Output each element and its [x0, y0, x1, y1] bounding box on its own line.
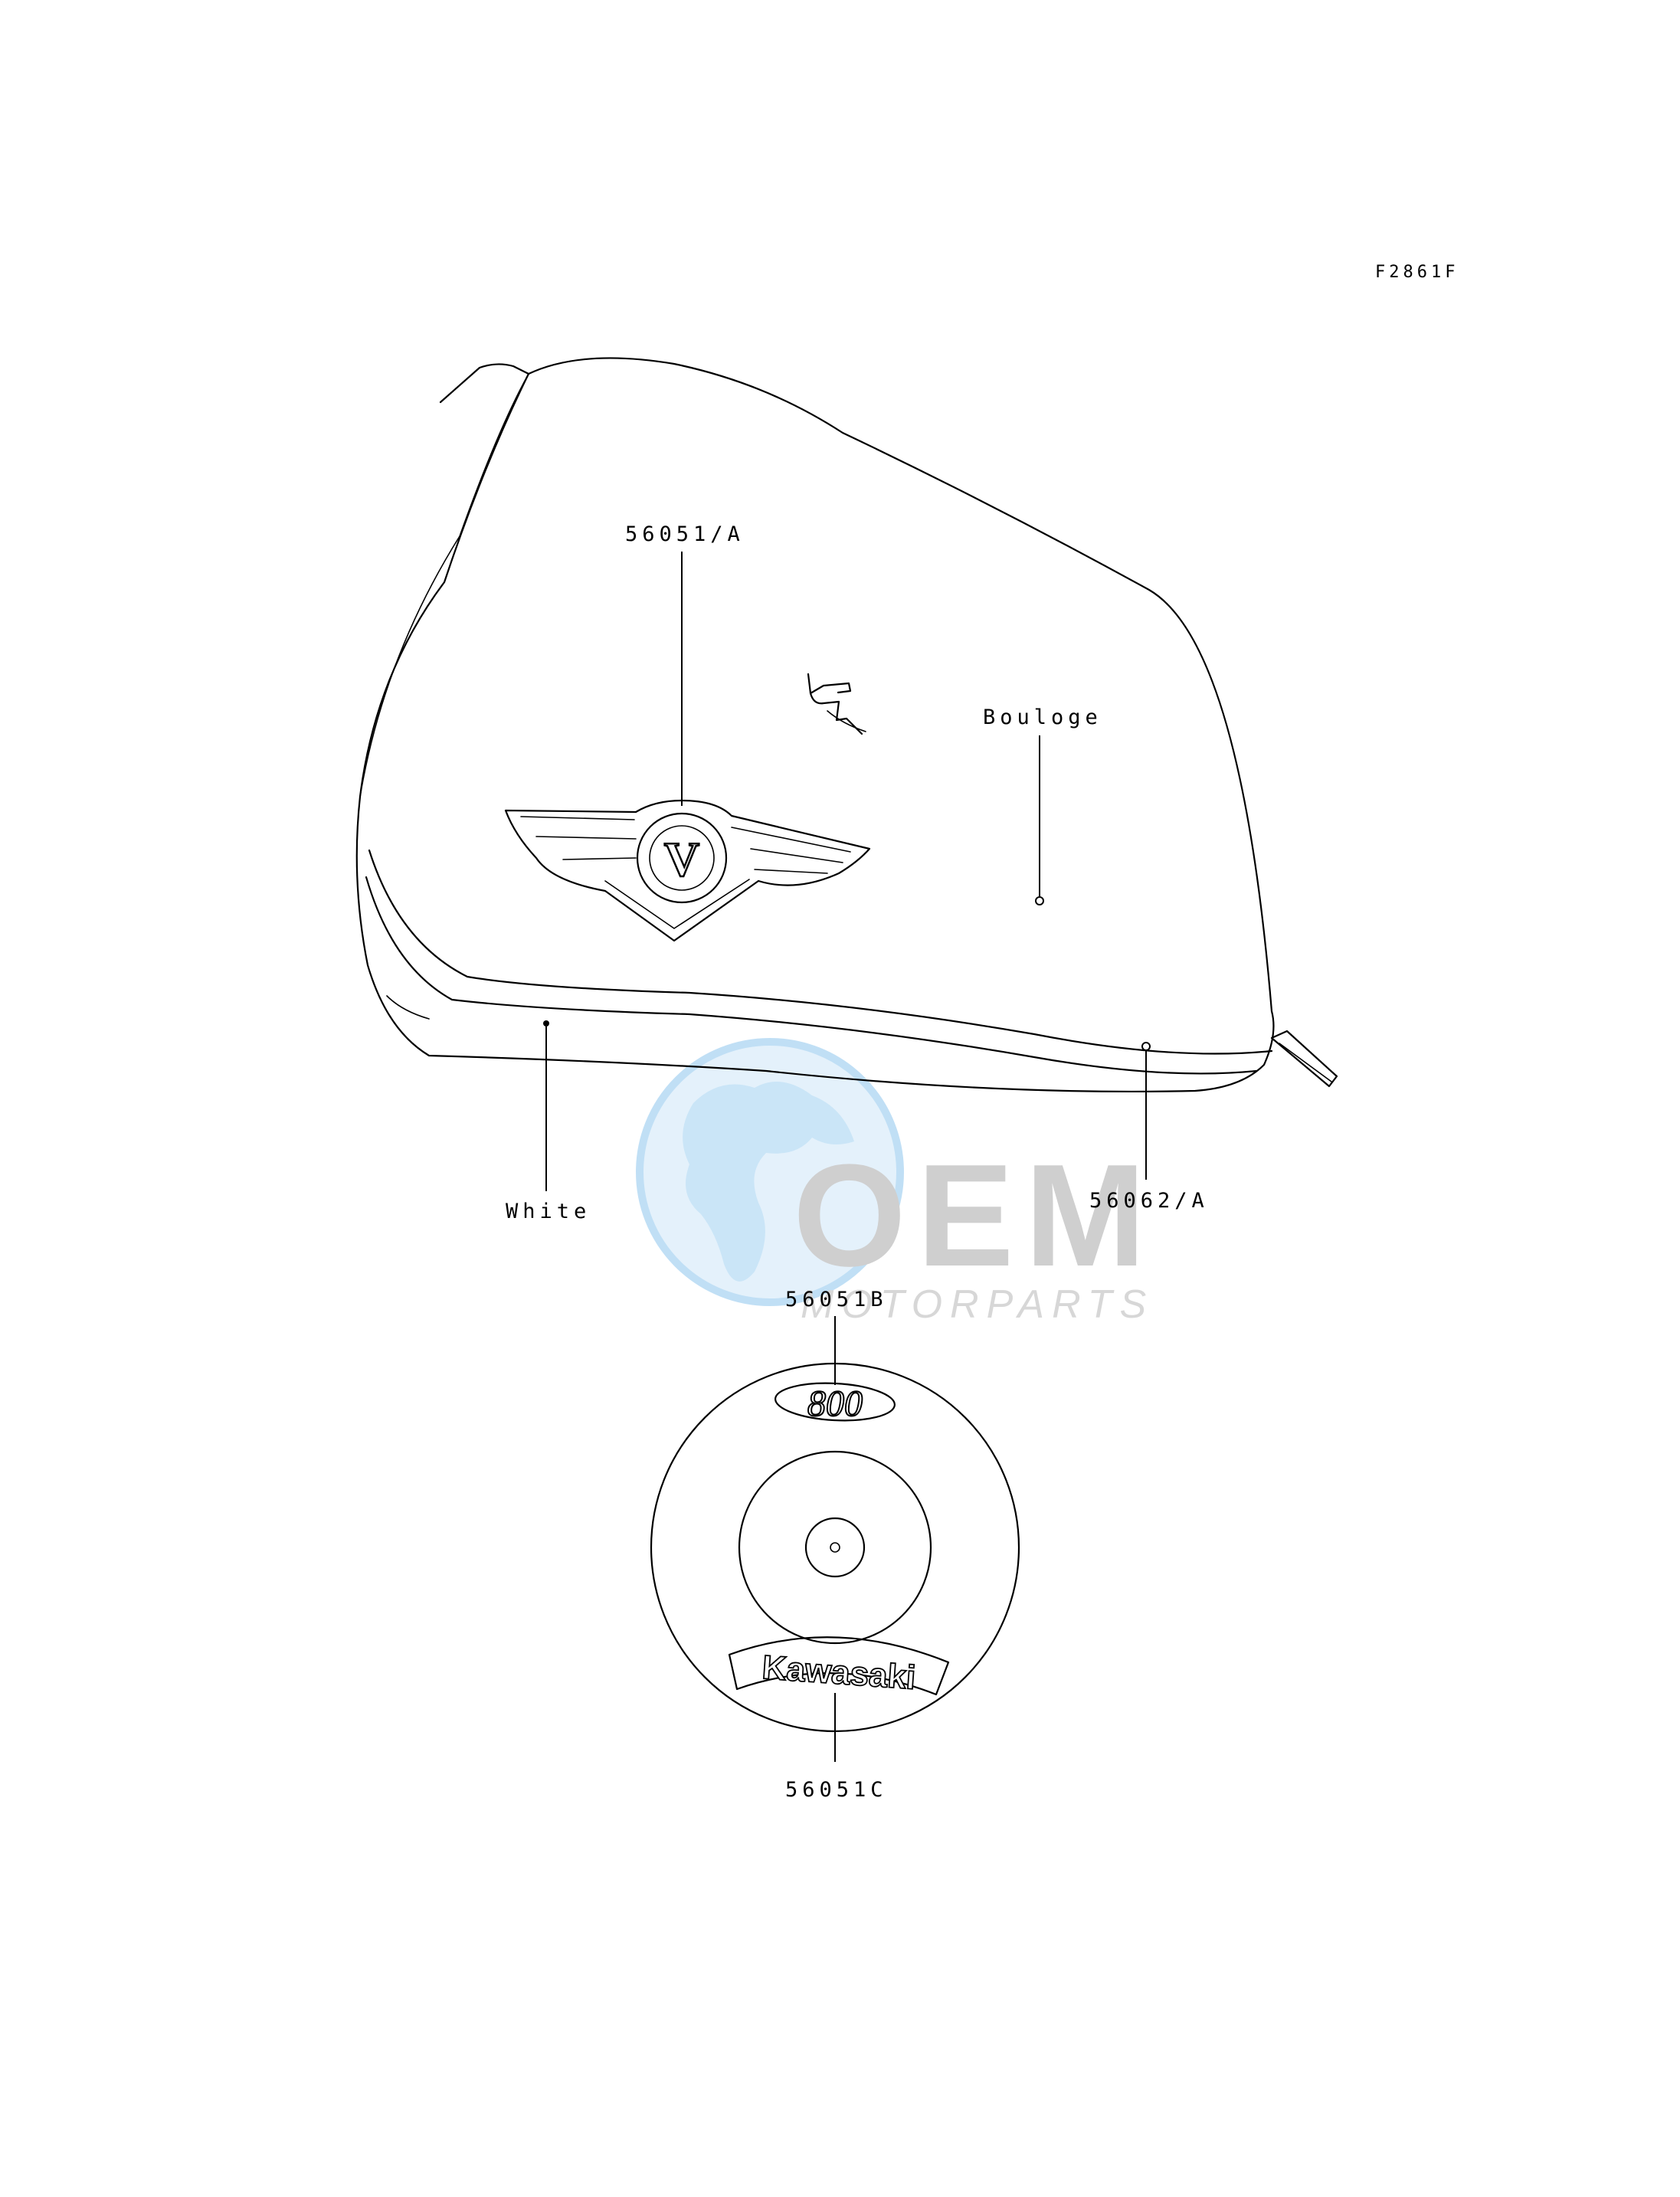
tank-stripe-lower [365, 876, 1258, 1075]
cover-badge-upper: 800 [774, 1382, 896, 1425]
wing-badge-ring-inner [649, 825, 715, 891]
wing-inner-line [520, 816, 851, 874]
tank-filler-base [827, 710, 866, 732]
callout-white-dot [543, 1020, 549, 1026]
wing-v-shape [604, 879, 750, 929]
tank-rear-bracket-edge [1279, 1043, 1332, 1082]
cover-badge-upper-text: 800 [807, 1383, 863, 1424]
tank-wing-emblem: V [504, 799, 871, 942]
watermark-continents [683, 1082, 854, 1282]
callout-cover-lower-label: 56051C [785, 1778, 888, 1802]
callout-stripe-label: 56062/A [1089, 1189, 1209, 1213]
cover-badge-lower: Kawasaki [728, 1636, 950, 1698]
figure-code: F2861F [1375, 263, 1459, 282]
watermark-logo: OEM MOTORPARTS [636, 1038, 1157, 1327]
tank-front-edge [359, 373, 529, 797]
callout-bouloge-label: Bouloge [983, 706, 1102, 729]
callout-tank-emblem-label: 56051/A [625, 522, 745, 546]
cover-badge-lower-plate [728, 1636, 950, 1696]
round-cover: 800 Kawasaki [650, 1362, 1020, 1733]
callout-stripe: 56062/A [1089, 1042, 1209, 1213]
callout-white: White [506, 1020, 591, 1223]
callout-cover-upper-label: 56051B [785, 1288, 888, 1311]
tank-filler-tab [809, 682, 852, 695]
cover-badge-lower-text: Kawasaki [761, 1649, 917, 1697]
tank-front-flap [439, 363, 530, 404]
cover-badge-upper-plate [774, 1382, 896, 1422]
callout-tank-emblem: 56051/A [625, 522, 745, 806]
callout-cover-lower: 56051C [785, 1693, 888, 1802]
wing-badge-ring-outer [636, 812, 728, 904]
watermark-brand: OEM [793, 1135, 1157, 1297]
cover-center-hole [830, 1542, 840, 1553]
tank-rear-bracket [1270, 1030, 1338, 1088]
callout-bouloge: Bouloge [983, 706, 1102, 905]
callout-bouloge-dot [1035, 896, 1044, 905]
tank-filler-cap [807, 673, 863, 735]
fuel-tank [355, 357, 1338, 1093]
cover-middle-ring [738, 1450, 932, 1645]
callout-white-label: White [506, 1200, 591, 1223]
callout-stripe-dot [1141, 1042, 1151, 1051]
tank-outline [355, 357, 1275, 1093]
cover-inner-ring [804, 1517, 866, 1578]
wing-badge-letter: V [664, 832, 699, 886]
tank-front-band [386, 995, 430, 1020]
watermark-tagline: MOTORPARTS [801, 1282, 1154, 1327]
callout-cover-upper: 56051B [785, 1288, 888, 1385]
tank-stripe-upper [368, 849, 1273, 1055]
